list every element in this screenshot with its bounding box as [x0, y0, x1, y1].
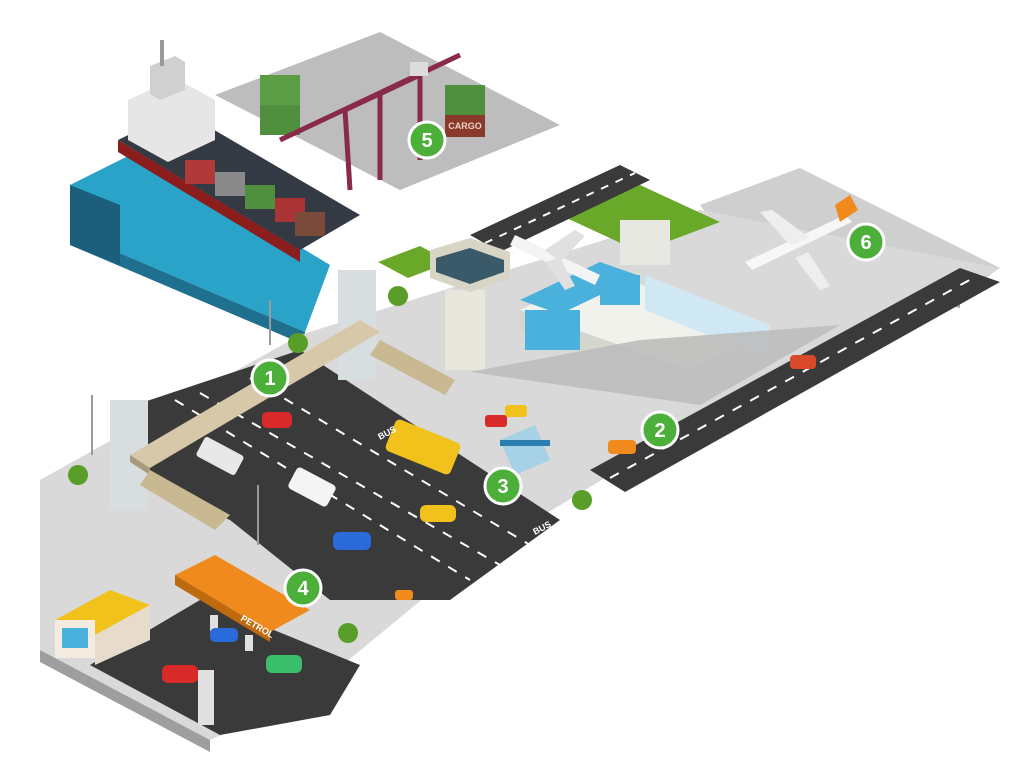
marker-number: 2	[654, 420, 665, 442]
airport-road	[590, 268, 1000, 492]
marker-number: 6	[860, 232, 871, 254]
bridge-stairs-right	[370, 340, 455, 395]
bush	[338, 623, 358, 643]
convenience-store	[55, 590, 150, 665]
ambulance	[288, 467, 336, 507]
terminal-parking	[485, 405, 527, 427]
petrol-station: PETROL	[55, 555, 310, 725]
marker-circle	[250, 358, 290, 398]
port-slab	[215, 32, 560, 190]
yard-containers: CARGO	[260, 75, 485, 137]
main-slab-edge	[40, 650, 210, 752]
marker-pedestrian-bridge: 1	[250, 358, 290, 398]
marker-airport-road: 2	[640, 410, 680, 450]
marker-number: 3	[497, 476, 508, 498]
bridge-deck	[130, 320, 380, 468]
airport-road-car-2	[608, 440, 636, 454]
airfield-airplane	[745, 195, 858, 290]
control-tower	[430, 238, 510, 370]
sea-block	[70, 150, 330, 332]
fuel-pump-1	[210, 615, 218, 631]
marker-cargo-port: 5	[407, 120, 447, 160]
airport	[430, 195, 858, 454]
parked-airplane	[510, 230, 600, 290]
highway-traffic	[196, 412, 461, 600]
taxi	[420, 505, 456, 522]
marker-bus-stop: 3	[483, 466, 523, 506]
forecourt-car-blue	[210, 628, 238, 642]
motorbike	[395, 590, 413, 600]
marker-circle	[640, 410, 680, 450]
marker-number: 1	[264, 368, 275, 390]
bus	[385, 419, 461, 475]
fuel-pump-2	[245, 635, 253, 651]
red-car	[262, 412, 292, 428]
bush	[572, 490, 592, 510]
marker-circle	[283, 568, 323, 608]
petrol-canopy	[175, 555, 310, 632]
jetway	[470, 325, 840, 405]
bushes	[68, 286, 592, 643]
bus-stop	[500, 425, 550, 475]
forecourt-car-red	[162, 665, 198, 683]
bush	[288, 333, 308, 353]
ship-containers	[185, 160, 325, 236]
bridge-stairs-left	[140, 470, 230, 530]
street-lamps	[91, 300, 271, 545]
marker-circle	[846, 222, 886, 262]
marker-number: 5	[421, 130, 432, 152]
blue-car	[333, 532, 371, 550]
marker-airfield: 6	[846, 222, 886, 262]
gantry-crane	[278, 52, 462, 191]
price-totem	[198, 670, 214, 725]
bush	[388, 286, 408, 306]
sea-side	[70, 185, 120, 265]
container-label: CARGO	[448, 121, 482, 131]
bush	[68, 465, 88, 485]
truck	[196, 437, 244, 475]
airport-road-car	[790, 355, 816, 369]
petrol-forecourt	[90, 600, 360, 735]
forecourt-car-green	[266, 655, 302, 673]
marker-petrol-station: 4	[283, 568, 323, 608]
marker-circle	[483, 466, 523, 506]
crane-cabin	[410, 62, 428, 76]
marker-number: 4	[297, 578, 309, 600]
numbered-markers: 1 2 3 4 5 6	[250, 120, 886, 608]
cargo-port: CARGO	[118, 40, 485, 262]
marker-circle	[407, 120, 447, 160]
pedestrian-bridge	[110, 270, 455, 530]
